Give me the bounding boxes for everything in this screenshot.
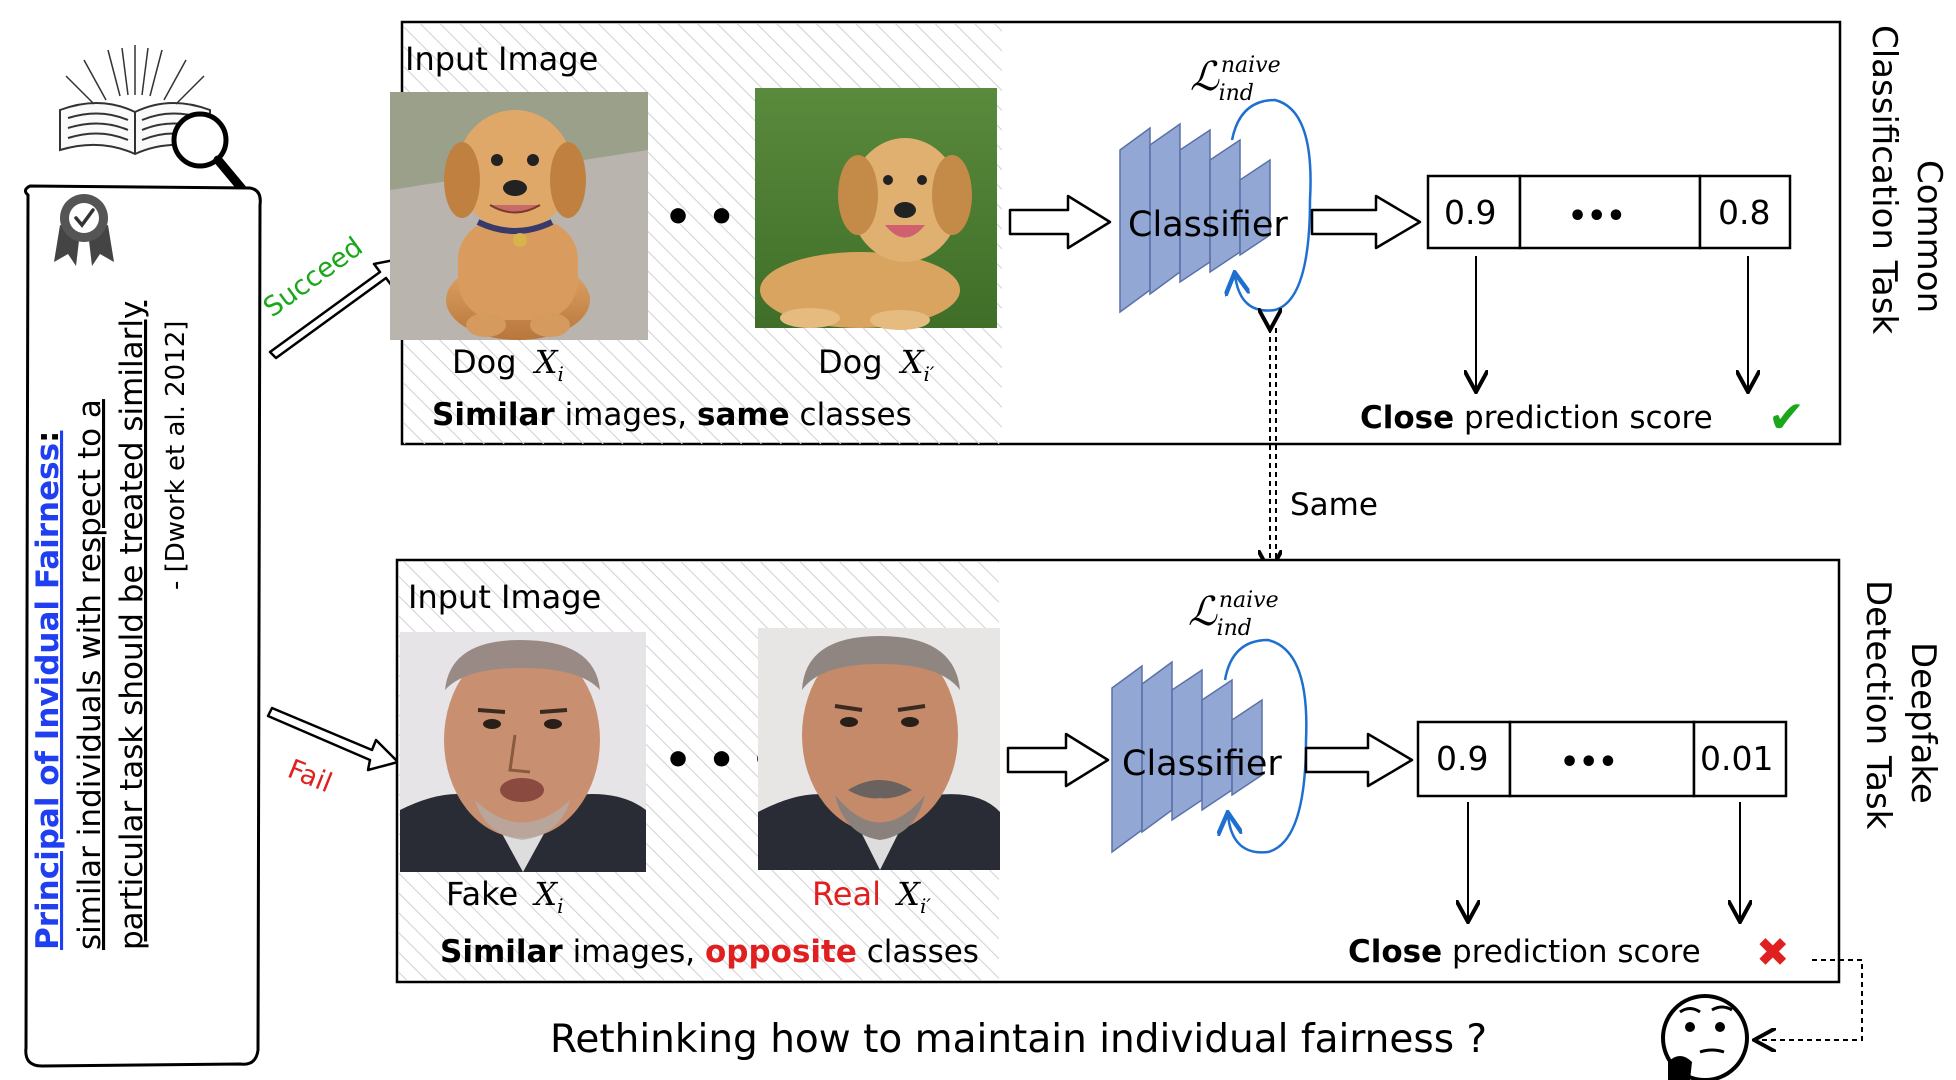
svg-text:Detection Task: Detection Task xyxy=(1858,580,1898,830)
top-score-ellipsis: ••• xyxy=(1568,199,1626,234)
svg-text:Principal of Invidual Fairness: Principal of Invidual Fairness: xyxy=(30,431,66,950)
thinking-dashed-arrow xyxy=(1756,959,1863,1040)
award-badge-icon xyxy=(54,194,114,266)
principle-line2: particular task should be treated simila… xyxy=(114,301,150,950)
bottom-result: Close prediction score xyxy=(1348,934,1701,970)
succeed-arrow: Succeed xyxy=(258,231,406,360)
bottom-caption: Similar images, opposite classes xyxy=(440,934,979,970)
bottom-score-left: 0.9 xyxy=(1436,739,1488,778)
top-result: Close prediction score xyxy=(1360,400,1713,436)
bottom-input-arrow xyxy=(1006,732,1110,788)
bottom-classifier-stack xyxy=(1111,660,1263,854)
top-output-arrow xyxy=(1310,194,1422,250)
fail-arrow: Fail xyxy=(266,706,400,799)
adult-dog-image xyxy=(755,88,997,330)
banner-frame xyxy=(23,184,262,1068)
real-face-image xyxy=(758,628,1000,870)
puppy-image xyxy=(390,92,648,340)
top-img1-label: Dog Xi xyxy=(452,343,564,386)
svg-text:Deepfake: Deepfake xyxy=(1903,642,1943,804)
top-classifier-stack xyxy=(1119,122,1271,314)
principle-colon: : xyxy=(30,431,66,443)
same-label: Same xyxy=(1290,487,1378,523)
succeed-label: Succeed xyxy=(258,231,369,323)
top-panel: Input Image • • • xyxy=(390,20,1949,446)
svg-text:Common: Common xyxy=(1909,160,1949,313)
check-icon: ✔ xyxy=(1768,392,1805,443)
principle-banner: Principal of Invidual Fairness: similar … xyxy=(23,45,262,1068)
top-side-label: Common Classification Task xyxy=(1864,25,1949,334)
principle-text: Principal of Invidual Fairness: similar … xyxy=(30,301,191,950)
rethinking-question: Rethinking how to maintain individual fa… xyxy=(550,1017,1487,1062)
principle-line1: similar individuals with respect to a xyxy=(72,399,108,950)
top-input-label: Input Image xyxy=(405,40,598,78)
bottom-panel: Input Image • • • xyxy=(395,558,1943,984)
top-score-vector: 0.9 ••• 0.8 xyxy=(1426,174,1792,250)
bottom-score-ellipsis: ••• xyxy=(1560,745,1618,780)
bottom-classifier-label: Classifier xyxy=(1122,744,1282,784)
bottom-img1-label: Fake Xi xyxy=(446,875,564,918)
open-book-icon xyxy=(59,45,211,156)
bottom-score-vector: 0.9 ••• 0.01 xyxy=(1416,720,1788,798)
same-connector: Same xyxy=(1270,328,1378,570)
cross-icon: ✖ xyxy=(1756,930,1790,976)
top-img2-label: Dog Xi′ xyxy=(818,343,935,386)
top-score-right: 0.8 xyxy=(1718,193,1770,232)
fake-face-image xyxy=(400,632,646,872)
principle-title: Principal of Invidual Fairness xyxy=(30,443,66,950)
thinking-face-icon xyxy=(1661,994,1749,1080)
bottom-loss-curve xyxy=(1225,638,1308,854)
top-input-arrow xyxy=(1008,194,1112,250)
bottom-side-label: Deepfake Detection Task xyxy=(1858,580,1943,830)
bottom-input-label: Input Image xyxy=(408,578,601,616)
bottom-score-right: 0.01 xyxy=(1700,739,1773,778)
magnifier-icon xyxy=(171,111,253,201)
top-caption: Similar images, same classes xyxy=(432,397,912,433)
fail-label: Fail xyxy=(283,754,336,799)
bottom-img2-label: Real Xi′ xyxy=(812,875,931,918)
top-classifier-label: Classifier xyxy=(1128,205,1288,245)
bottom-output-arrow xyxy=(1304,732,1414,788)
svg-text:Classification Task: Classification Task xyxy=(1864,25,1904,334)
top-score-left: 0.9 xyxy=(1444,193,1496,232)
principle-citation: - [Dwork et al. 2012] xyxy=(161,321,191,590)
